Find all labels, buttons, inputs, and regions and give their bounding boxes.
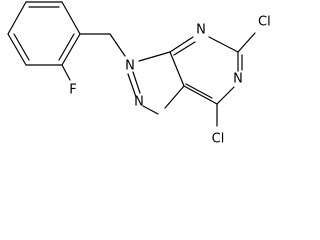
bond — [7, 33, 27, 66]
bond — [138, 51, 171, 62]
double-bond-inner — [185, 83, 213, 99]
nitrogen-n7-label: N — [134, 95, 144, 110]
fluorine-label: F — [69, 83, 76, 98]
bond — [216, 86, 235, 105]
bond — [142, 105, 159, 115]
bond — [127, 73, 137, 98]
chlorine-top-label: Cl — [258, 15, 271, 30]
bond — [164, 85, 185, 109]
nitrogen-n9-label: N — [125, 59, 135, 74]
nitrogen-n1-label: N — [233, 72, 243, 87]
purine-core — [127, 32, 256, 127]
bond — [61, 1, 81, 35]
bond — [183, 85, 218, 105]
double-bond-inner — [58, 33, 75, 61]
molecule-structure: Cl Cl N N N N F — [7, 1, 271, 147]
chlorine-bottom-label: Cl — [212, 132, 225, 147]
bond — [169, 51, 185, 87]
bond — [7, 1, 27, 35]
bond — [109, 33, 126, 57]
c-f-bond — [61, 64, 71, 81]
nitrogen-n3-label: N — [196, 23, 206, 38]
bond — [61, 33, 81, 66]
bond — [208, 36, 239, 53]
double-bond — [173, 41, 196, 56]
double-bond-inner — [13, 33, 30, 61]
bond — [169, 36, 194, 53]
fluorophenyl-ring — [7, 1, 126, 81]
c-cl-bond — [237, 32, 256, 53]
double-bond-inner — [132, 71, 141, 94]
